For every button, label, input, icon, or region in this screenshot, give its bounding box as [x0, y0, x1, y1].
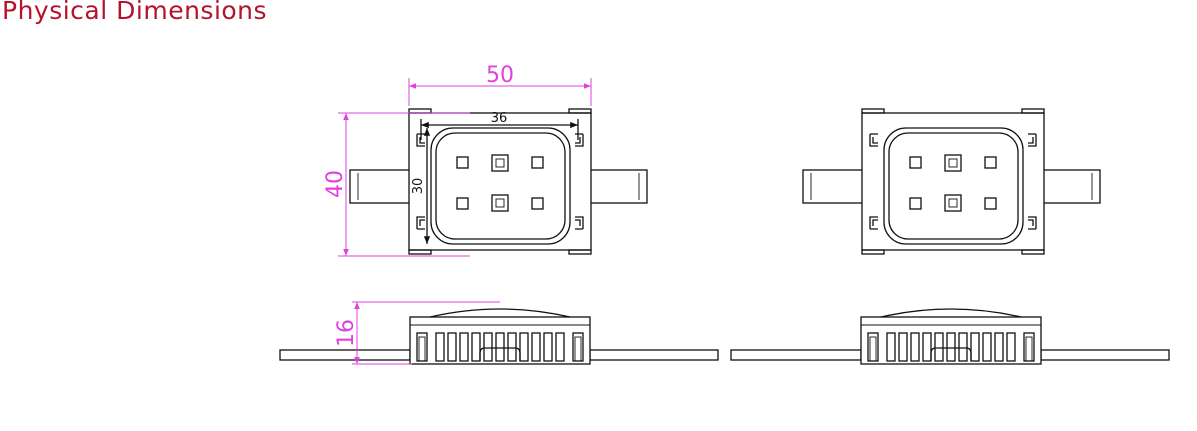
dimension-height-label: 40: [323, 170, 348, 198]
dimension-thickness: 16: [334, 301, 500, 365]
dimension-lens-width: 36: [420, 111, 579, 140]
top-view-left: [349, 108, 648, 255]
dimension-lens-height-label: 30: [411, 178, 426, 195]
dimension-lens-width-label: 36: [491, 111, 508, 126]
dimension-width: 50: [408, 63, 592, 106]
page-title: Physical Dimensions: [2, 0, 268, 25]
dimension-width-label: 50: [486, 63, 514, 88]
top-view-right: [802, 108, 1101, 255]
dimension-thickness-label: 16: [334, 319, 359, 347]
dimension-lens-height: 30: [411, 128, 431, 244]
dimension-height: 40: [323, 112, 470, 257]
side-view-right: [730, 308, 1170, 365]
